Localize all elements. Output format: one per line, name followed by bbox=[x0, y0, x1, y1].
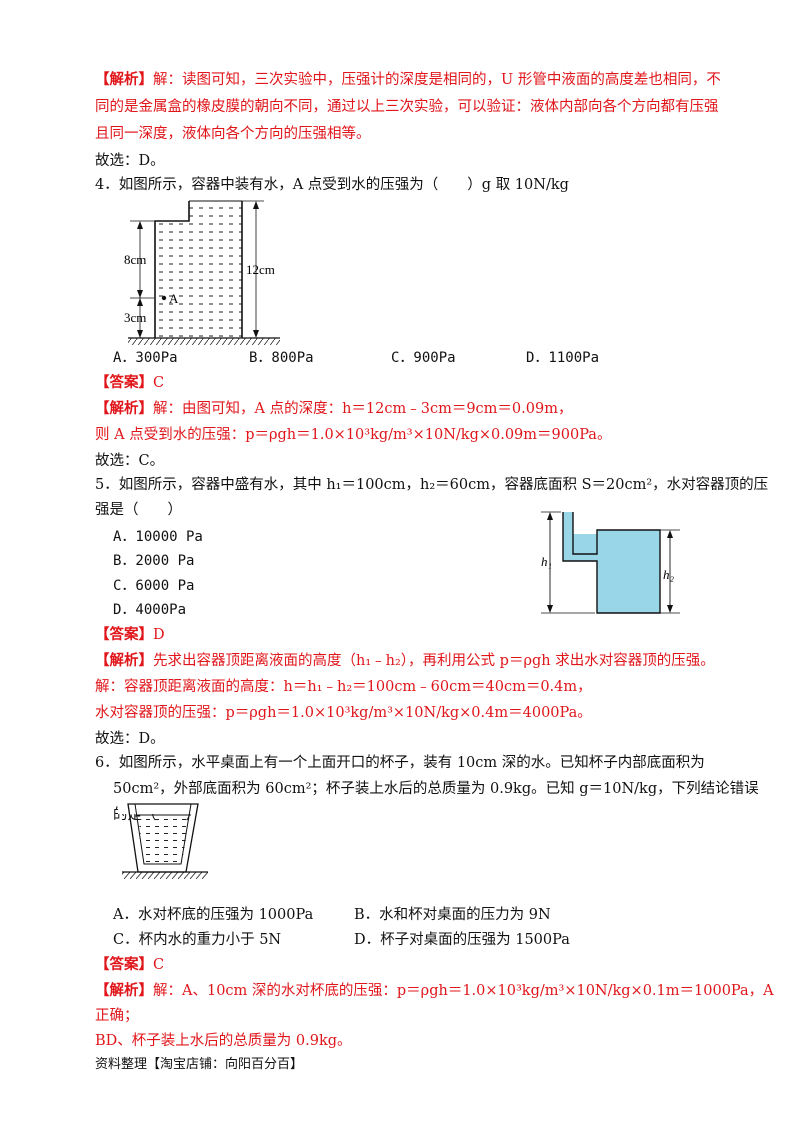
q5-analysis-line3: 水对容器顶的压强：p＝ρgh＝1.0×10³kg/m³×10N/kg×0.4m＝… bbox=[95, 705, 592, 721]
q5-analysis-line1: 【解析】先求出容器顶距离液面的高度（h₁﹣h₂），再利用公式 p＝ρgh 求出水… bbox=[95, 652, 715, 669]
ground-hatch bbox=[128, 338, 280, 345]
q4-stem: 4．如图所示，容器中装有水，A 点受到水的压强为（ ）g 取 10N/kg bbox=[95, 177, 569, 193]
q5-option-a[interactable]: A．10000 Pa bbox=[113, 529, 203, 545]
q4-choice: 故选：C。 bbox=[95, 453, 165, 469]
footer-source: 资料整理【淘宝店铺：向阳百分百】 bbox=[95, 1057, 304, 1072]
q4-option-a[interactable]: A．300Pa bbox=[113, 350, 178, 366]
q5-option-b[interactable]: B．2000 Pa bbox=[113, 553, 195, 569]
water-fill bbox=[138, 815, 190, 862]
q3-analysis-line2: 同的是金属盒的橡皮膜的朝向不同，通过以上三次实验，可以验证：液体内部向各个方向都… bbox=[95, 99, 719, 115]
q3-analysis-line1: 【解析】解：读图可知，三次实验中，压强计的深度是相同的，U 形管中液面的高度差也… bbox=[95, 71, 721, 88]
label-12cm: 12cm bbox=[246, 262, 275, 277]
q4-analysis-line1: 【解析】解：由图可知，A 点的深度：h＝12cm﹣3cm＝9cm＝0.09m， bbox=[95, 400, 573, 417]
q5-answer: 【答案】D bbox=[95, 626, 165, 643]
label-a: A bbox=[169, 291, 179, 306]
cup-inner bbox=[134, 803, 192, 865]
q6-analysis-line3: BD、杯子装上水后的总质量为 0.9kg。 bbox=[95, 1033, 352, 1049]
q5-analysis-line2: 解：容器顶距离液面的高度：h＝h₁﹣h₂＝100cm﹣60cm＝40cm＝0.4… bbox=[95, 679, 592, 695]
q6-stem-line1: 6．如图所示，水平桌面上有一个上面开口的杯子，装有 10cm 深的水。已知杯子内… bbox=[95, 755, 705, 771]
q5-option-d[interactable]: D．4000Pa bbox=[113, 602, 187, 618]
q4-container-figure: 8cm 3cm A 12cm bbox=[124, 200, 280, 345]
q5-stem-line1: 5．如图所示，容器中盛有水，其中 h₁＝100cm，h₂＝60cm，容器底面积 … bbox=[95, 477, 769, 493]
q6-cup-figure bbox=[118, 802, 218, 879]
q4-answer: 【答案】C bbox=[95, 374, 165, 391]
water-fill bbox=[155, 201, 242, 338]
label-h2: h₂ bbox=[663, 567, 675, 582]
q6-analysis-line1: 【解析】解：A、10cm 深的水对杯底的压强：p＝ρgh＝1.0×10³kg/m… bbox=[95, 982, 774, 999]
q6-answer: 【答案】C bbox=[95, 956, 165, 973]
point-a bbox=[161, 295, 167, 301]
q3-choice: 故选：D。 bbox=[95, 153, 165, 169]
container-outline bbox=[154, 201, 243, 338]
q6-analysis-line2: 正确； bbox=[95, 1008, 139, 1024]
q6-option-d[interactable]: D．杯子对桌面的压强为 1500Pa bbox=[354, 932, 570, 948]
q6-stem-line2: 50cm²，外部底面积为 60cm²；杯子装上水后的总质量为 0.9kg。已知 … bbox=[113, 781, 759, 797]
q4-option-b[interactable]: B．800Pa bbox=[249, 350, 314, 366]
q4-option-d[interactable]: D．1100Pa bbox=[526, 350, 600, 366]
analysis-tag: 【解析】 bbox=[95, 71, 153, 88]
table-hatch bbox=[122, 872, 208, 879]
container-outline bbox=[562, 512, 661, 614]
q5-stem-line2: 强是（ ） bbox=[95, 502, 182, 518]
label-8cm: 8cm bbox=[124, 252, 146, 267]
q4-analysis-line2: 则 A 点受到水的压强：p＝ρgh＝1.0×10³kg/m³×10N/kg×0.… bbox=[95, 427, 612, 443]
label-3cm: 3cm bbox=[124, 310, 146, 325]
q5-option-c[interactable]: C．6000 Pa bbox=[113, 578, 195, 594]
q3-analysis-line3: 且同一深度，液体向各个方向的压强相等。 bbox=[95, 126, 371, 142]
q6-option-c[interactable]: C．杯内水的重力小于 5N bbox=[113, 932, 282, 948]
q5-container-figure: h₁ h₂ bbox=[541, 511, 680, 614]
water-body bbox=[563, 512, 660, 613]
q4-option-c[interactable]: C．900Pa bbox=[391, 350, 456, 366]
q6-option-a[interactable]: A．水对杯底的压强为 1000Pa bbox=[113, 907, 314, 923]
q6-option-b[interactable]: B．水和杯对桌面的压力为 9N bbox=[354, 907, 551, 923]
label-h1: h₁ bbox=[541, 554, 552, 569]
q5-choice: 故选：D。 bbox=[95, 731, 165, 747]
